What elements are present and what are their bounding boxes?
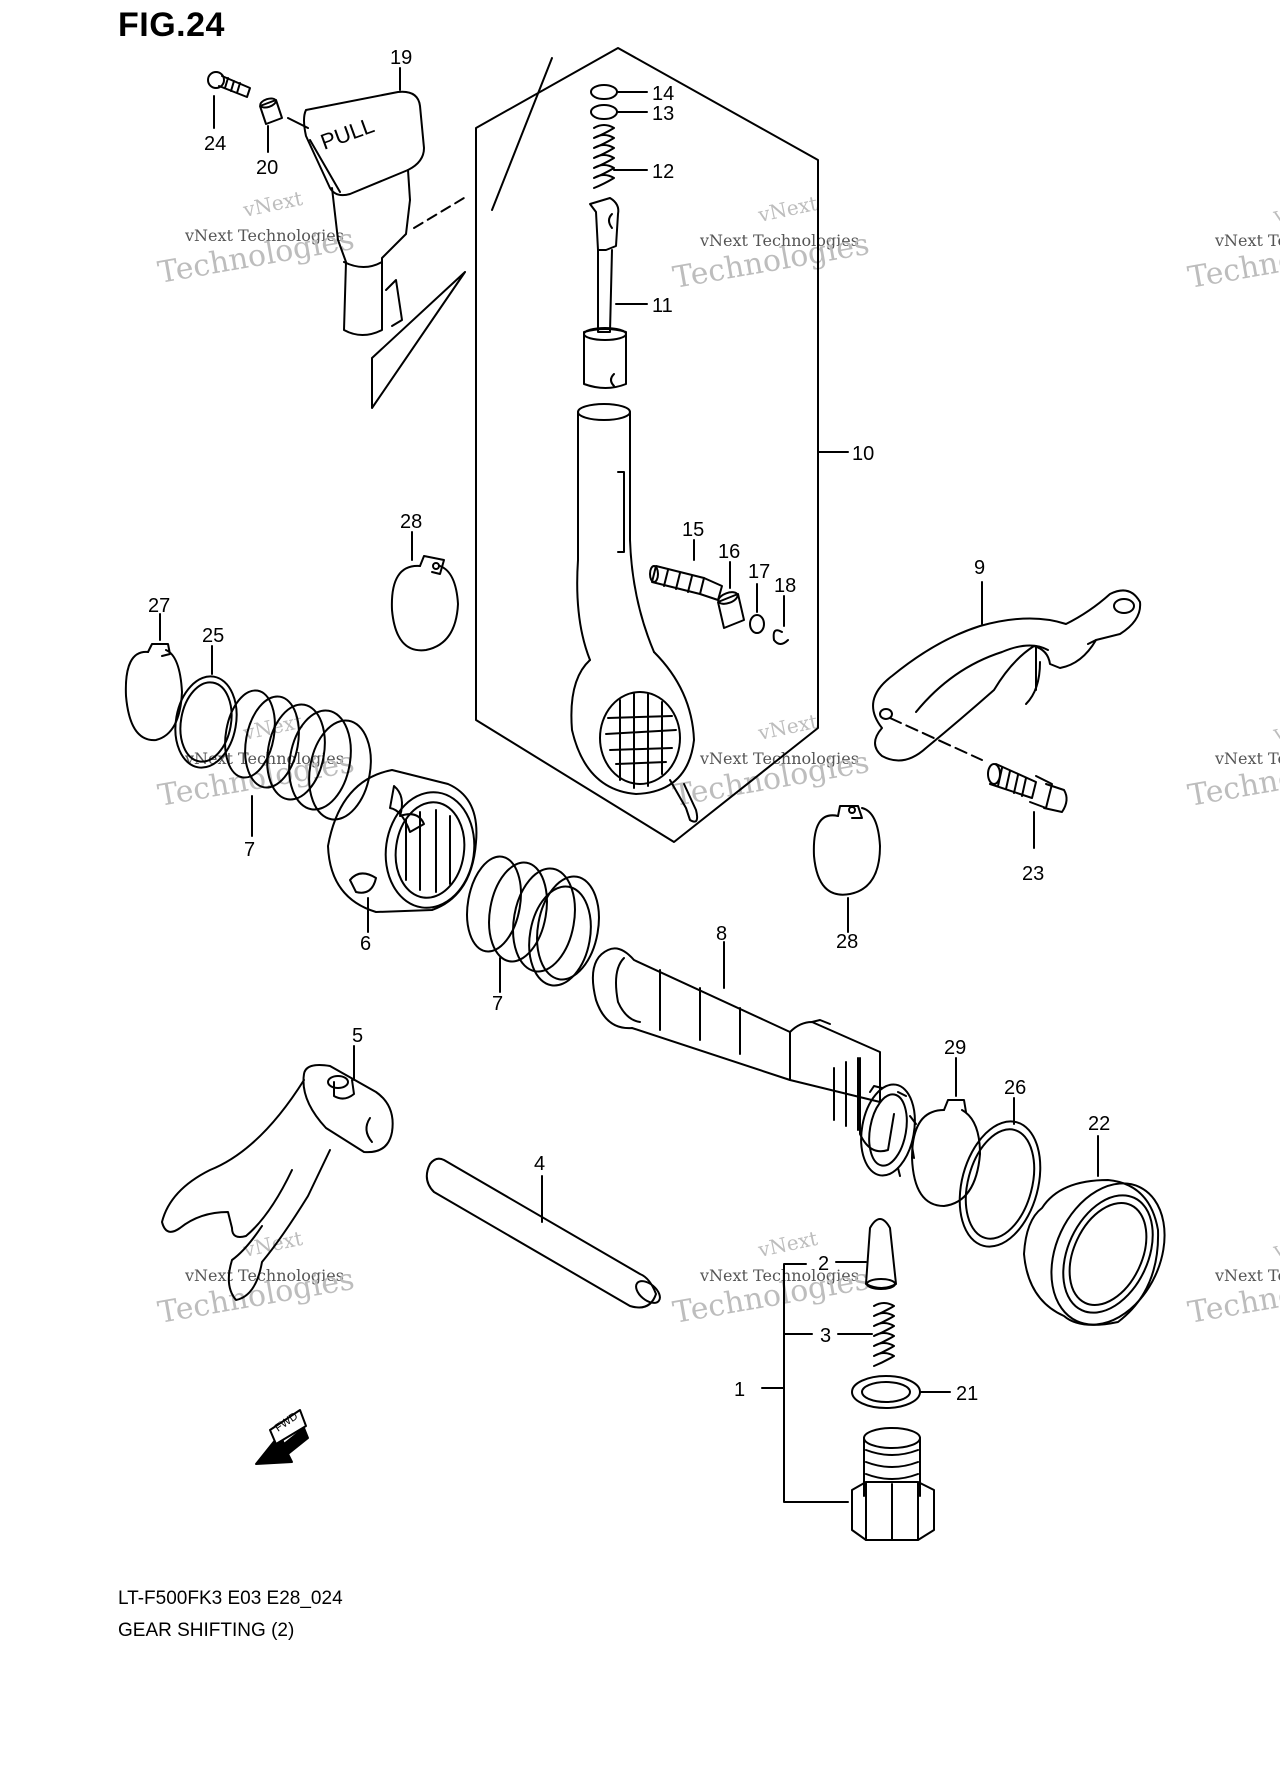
watermark: vNext vNext Technologies Technologies (155, 1226, 357, 1331)
rod-4 (425, 1157, 661, 1309)
callout-4: 4 (534, 1153, 545, 1175)
callout-24: 24 (204, 133, 226, 155)
spring-7-upper (224, 689, 372, 837)
callout-28-upper: 28 (400, 511, 422, 533)
watermark: vNext vNext Technologies Technologies (670, 1226, 872, 1331)
callout-2: 2 (818, 1253, 829, 1275)
dashed-guide (889, 717, 983, 761)
circlip-27 (124, 613, 183, 742)
shift-fork-5 (161, 1045, 394, 1301)
model-code: LT-F500FK3 E03 E28_024 (118, 1588, 343, 1609)
callout-25: 25 (202, 625, 224, 647)
guide-line (371, 57, 553, 409)
watermark: vNext vNext Technologies Technologies (670, 709, 872, 814)
gasket-21 (851, 1375, 951, 1409)
pin-15 (649, 539, 723, 601)
watermark: vNext vNext Technologies Technologies (1185, 709, 1280, 814)
watermark-text: vNext Technologies (184, 226, 344, 245)
watermark-text: vNext Technologies (1214, 1266, 1280, 1285)
callout-11: 11 (652, 295, 673, 317)
watermark-text: vNext (755, 1226, 820, 1262)
callout-23: 23 (1022, 863, 1044, 885)
section-name: GEAR SHIFTING (2) (118, 1620, 295, 1641)
gear-shaft-8 (592, 941, 917, 1177)
callout-9: 9 (974, 557, 985, 579)
shift-lever-10 (570, 403, 699, 823)
callout-7-lower: 7 (492, 993, 503, 1015)
callout-28-lower: 28 (836, 931, 858, 953)
fwd-arrow-icon: FWD (255, 1409, 309, 1465)
callout-1: 1 (734, 1379, 745, 1401)
spring-3 (837, 1302, 895, 1367)
callout-20: 20 (256, 157, 278, 179)
watermark-text: vNext (755, 709, 820, 745)
callout-13: 13 (652, 103, 674, 125)
collar-16 (717, 561, 745, 629)
callout-17: 17 (748, 561, 770, 583)
callout-21: 21 (956, 1383, 978, 1405)
ring-25 (174, 645, 238, 769)
circlip-28-upper (390, 531, 459, 652)
callout-29: 29 (944, 1037, 966, 1059)
callout-8: 8 (716, 923, 727, 945)
bearing-22 (1023, 1135, 1166, 1326)
callout-7-upper: 7 (244, 839, 255, 861)
circlip-29 (911, 1057, 981, 1207)
ring-26 (958, 1097, 1042, 1248)
watermark-text: vNext Technologies (184, 1266, 344, 1285)
watermark-text: vNext Technologies (1214, 231, 1280, 250)
watermark-text: vNext Technologies (1214, 749, 1280, 768)
circlip-28-lower (812, 805, 881, 933)
callout-19: 19 (390, 47, 412, 69)
watermark-text: vNext (240, 186, 305, 222)
watermark: vNext vNext Technologies Technologies (670, 191, 872, 296)
callout-16: 16 (718, 541, 740, 563)
watermark: vNext vNext Technologies Technologies (155, 186, 357, 291)
knob-label: PULL (317, 112, 377, 154)
callout-22: 22 (1088, 1113, 1110, 1135)
figure-title: FIG.24 (118, 6, 225, 44)
watermark-text: vNext (1270, 1226, 1280, 1262)
plunger-2 (835, 1218, 897, 1290)
circlip-14 (590, 84, 618, 100)
callout-14: 14 (652, 83, 674, 105)
callout-10: 10 (852, 443, 874, 465)
washer-17 (749, 614, 765, 634)
clip-18 (772, 629, 789, 645)
collar-20 (259, 97, 309, 153)
callout-18: 18 (774, 575, 796, 597)
callout-3: 3 (820, 1325, 831, 1347)
watermark-text: vNext (1270, 709, 1280, 745)
callout-5: 5 (352, 1025, 363, 1047)
dashed-guide (413, 197, 465, 229)
bracket-9 (872, 581, 1142, 762)
sleeve-6 (327, 769, 478, 933)
watermark-text: vNext (755, 191, 820, 227)
shaft-11 (583, 197, 648, 389)
callout-26: 26 (1004, 1077, 1026, 1099)
assembly-frame-10 (475, 47, 819, 843)
watermark-text: vNext Technologies (699, 1266, 859, 1285)
bolt-23 (987, 763, 1068, 849)
watermark: vNext vNext Technologies Technologies (1185, 191, 1280, 296)
callout-15: 15 (682, 519, 704, 541)
watermark-group: vNext vNext Technologies Technologies vN… (155, 186, 1280, 1331)
spring-7-lower (466, 855, 600, 993)
callout-6: 6 (360, 933, 371, 955)
callout-12: 12 (652, 161, 674, 183)
bolt-24 (207, 71, 251, 129)
plug-bolt (851, 1427, 935, 1541)
washer-13 (590, 104, 618, 120)
callout-27: 27 (148, 595, 170, 617)
pull-knob-19: PULL (303, 67, 425, 336)
watermark-text: vNext (1270, 191, 1280, 227)
spring-12 (593, 124, 648, 189)
watermark: vNext vNext Technologies Technologies (1185, 1226, 1280, 1331)
